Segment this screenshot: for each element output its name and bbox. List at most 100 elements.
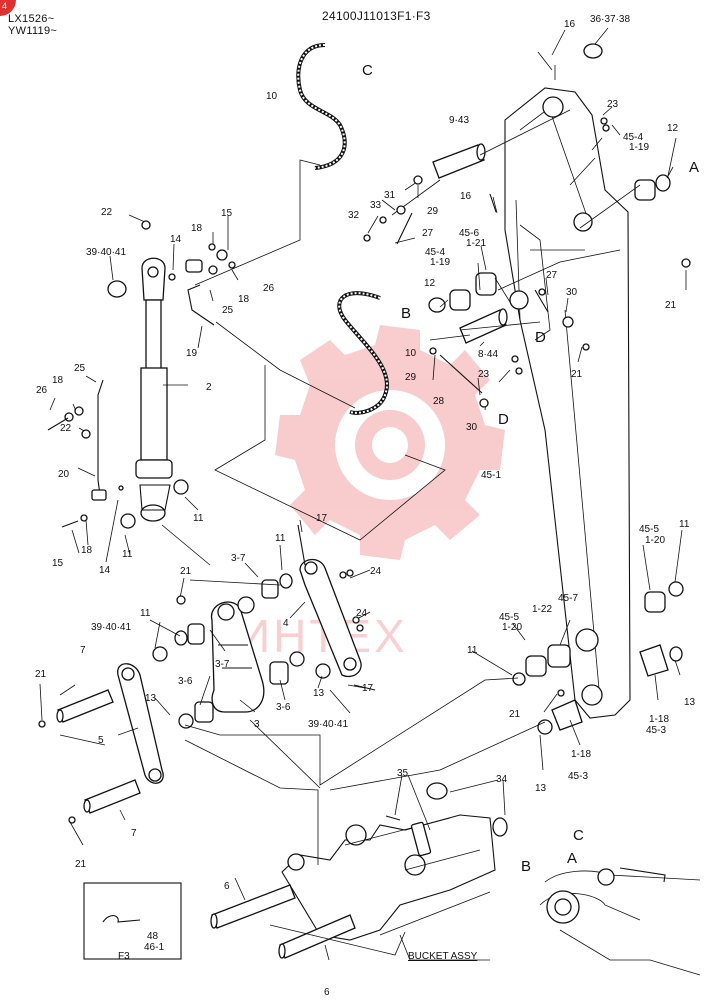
- callout: 8·44: [478, 349, 498, 360]
- callout: 39·40·41: [91, 622, 131, 633]
- label-ticks: [39, 27, 687, 961]
- callout: F3: [118, 951, 130, 962]
- callout: 11: [140, 608, 151, 619]
- callout: 39·40·41: [308, 719, 348, 730]
- callout: 4: [283, 618, 289, 629]
- callout: D: [535, 329, 546, 346]
- serial-line-2: YW1119~: [8, 25, 58, 37]
- callout: A: [567, 850, 577, 867]
- callout: 13: [535, 783, 547, 794]
- callout: 12: [424, 278, 436, 289]
- callout: 26: [263, 283, 275, 294]
- callout: 27: [546, 270, 558, 281]
- callout: 28: [433, 396, 445, 407]
- hose-b: [337, 291, 389, 415]
- callout: 21: [571, 369, 583, 380]
- pipe-20: [91, 379, 107, 501]
- callout: 3-7: [215, 659, 230, 670]
- link-3: [210, 596, 265, 713]
- callout: D: [498, 411, 509, 428]
- callout: 45-3: [568, 771, 588, 782]
- callout: 26: [36, 385, 48, 396]
- callout: 1-22: [532, 604, 552, 615]
- callout: 46-1: [144, 942, 164, 953]
- callout: 13: [145, 693, 157, 704]
- callout: 3-7: [231, 553, 246, 564]
- callout: 13: [684, 697, 696, 708]
- callout: 21: [35, 669, 47, 680]
- callout: 21: [75, 859, 87, 870]
- callout: 1-21: [466, 238, 486, 249]
- bushings-right: [512, 581, 684, 735]
- fasteners: [38, 117, 691, 824]
- callout: 13: [313, 688, 325, 699]
- callout: BUCKET ASSY: [408, 951, 478, 962]
- callout: 45-3: [646, 725, 666, 736]
- callout: 23: [478, 369, 490, 380]
- callout: 14: [170, 234, 182, 245]
- callout: B: [401, 305, 411, 322]
- callout: 30: [566, 287, 578, 298]
- callout: 1-19: [629, 142, 649, 153]
- callout: 19: [186, 348, 198, 359]
- callout: 1-20: [645, 535, 665, 546]
- callout: 32: [348, 210, 360, 221]
- callout: 21: [180, 566, 192, 577]
- callout: 15: [52, 558, 64, 569]
- callout: 11: [122, 549, 133, 560]
- bushings-upper: [428, 174, 671, 313]
- callout: 7: [80, 645, 86, 656]
- callout: 34: [496, 774, 508, 785]
- drawing-code: 24100J11013F1·F3: [322, 9, 431, 23]
- callout: 22: [101, 207, 113, 218]
- callout: C: [362, 62, 373, 79]
- washers: [107, 280, 331, 729]
- callout: 45-5: [639, 524, 659, 535]
- pin-7-upper: [56, 689, 114, 723]
- callout: 21: [665, 300, 677, 311]
- callout: 11: [275, 533, 286, 544]
- callout: 5: [98, 735, 104, 746]
- callout: 30: [466, 422, 478, 433]
- callout: 25: [222, 305, 234, 316]
- callout: 10: [266, 91, 278, 102]
- link-4: [299, 558, 362, 678]
- callout: 27: [422, 228, 434, 239]
- callout: 10: [405, 348, 417, 359]
- callout: B: [521, 858, 531, 875]
- callout: 18: [81, 545, 93, 556]
- pin-7-lower: [83, 779, 141, 814]
- callout: 1-18: [649, 714, 669, 725]
- callout: 18: [191, 223, 203, 234]
- callout: 1-19: [430, 257, 450, 268]
- hose-c: [296, 43, 347, 170]
- callout: 35: [397, 768, 409, 779]
- link-5: [117, 663, 164, 784]
- callout: 18: [52, 375, 64, 386]
- callout: 11: [467, 645, 478, 656]
- callout: 48: [147, 931, 159, 942]
- callout: 45-5: [499, 612, 519, 623]
- callout: 36·37·38: [590, 14, 630, 25]
- callout: 45-4: [425, 247, 445, 258]
- callout: 29: [405, 372, 417, 383]
- pipe-19: [185, 259, 215, 326]
- callout: 45-4: [623, 132, 643, 143]
- serial-line-1: LX1526~: [8, 13, 55, 25]
- pin-9-43: [432, 143, 486, 179]
- callout: 11: [193, 513, 204, 524]
- callout: 3: [254, 719, 260, 730]
- callout: 31: [384, 190, 396, 201]
- callout: 18: [238, 294, 250, 305]
- pin-6-upper: [210, 884, 296, 929]
- bucket-cylinder: [135, 257, 173, 522]
- callout: 45-6: [459, 228, 479, 239]
- callout: 39·40·41: [86, 247, 126, 258]
- callout: 15: [221, 208, 233, 219]
- callout: 2: [206, 382, 212, 393]
- callout: 45-7: [558, 593, 578, 604]
- arm-assembly: [504, 43, 631, 719]
- inset-f3-frame: [83, 882, 182, 960]
- callout: 24: [356, 608, 368, 619]
